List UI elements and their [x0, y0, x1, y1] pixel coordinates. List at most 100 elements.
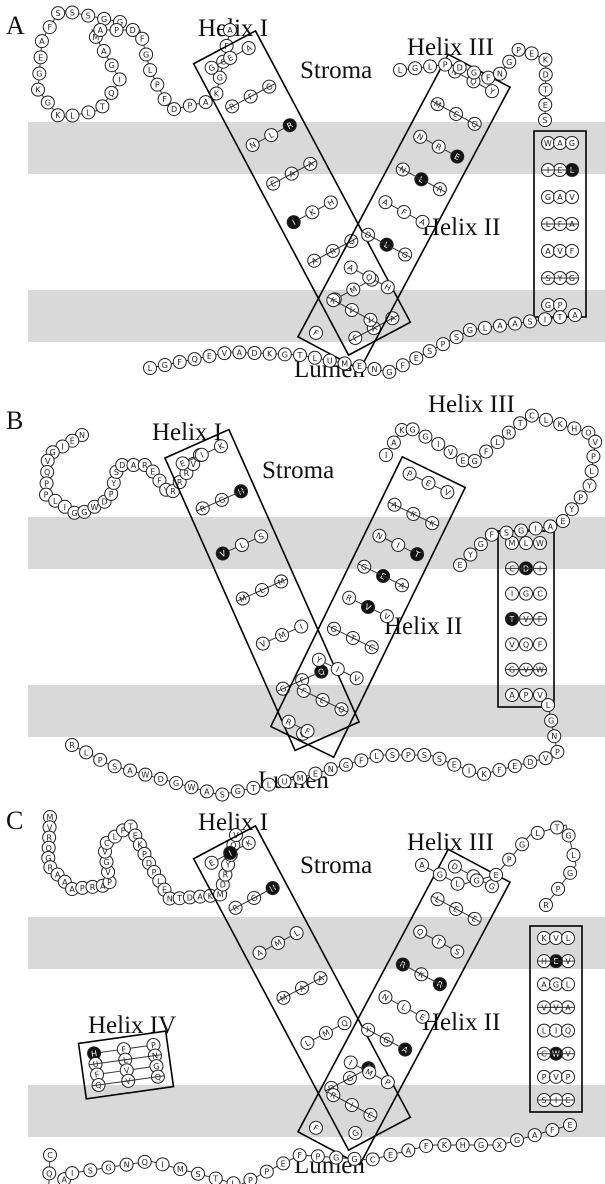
residue-letter: G	[472, 457, 478, 466]
residue-letter: N	[79, 431, 85, 440]
residue-letter: P	[566, 1073, 571, 1082]
helix-ii-label: Helix II	[384, 613, 462, 640]
residue-letter: A	[509, 691, 515, 700]
residue-letter: G	[81, 508, 87, 517]
residue-letter: C	[47, 1151, 53, 1160]
residue-letter: N	[497, 70, 503, 79]
residue-letter: P	[98, 756, 103, 765]
residue-letter: I	[385, 451, 387, 460]
residue-letter: R	[184, 469, 190, 478]
residue-letter: G	[437, 870, 443, 879]
residue-letter: L	[70, 112, 75, 121]
residue-letter: V	[190, 460, 196, 469]
residue-letter: D	[119, 461, 125, 470]
residue-letter: S	[56, 9, 61, 18]
residue-letter: I	[118, 75, 120, 84]
residue-letter: K	[442, 1141, 448, 1150]
residue-letter: F	[570, 247, 575, 256]
residue-letter: U	[282, 777, 288, 786]
residue-letter: D	[543, 71, 549, 80]
helix-iii-label: Helix III	[407, 34, 494, 61]
residue-letter: T	[176, 894, 182, 903]
residue-letter: L	[86, 108, 91, 117]
residue-letter: F	[359, 756, 364, 765]
residue-letter: P	[441, 340, 446, 349]
residue-letter: Y	[225, 861, 231, 870]
residue-letter: G	[162, 361, 168, 370]
residue-letter: L	[267, 781, 272, 790]
residue-letter: A	[98, 26, 104, 35]
residue-letter: E	[150, 468, 155, 477]
helix-iii-label: Helix III	[428, 391, 515, 418]
residue-letter: E	[281, 1159, 286, 1168]
residue-letter: G	[386, 368, 392, 377]
residue-letter: D	[171, 105, 177, 114]
residue-letter: V	[541, 1003, 547, 1012]
residue-letter: S	[437, 755, 442, 764]
residue-letter: K	[35, 86, 41, 95]
residue-letter: P	[114, 26, 119, 35]
residue-letter: S	[422, 751, 427, 760]
residue-letter: N	[371, 365, 377, 374]
residue-letter: F	[177, 358, 182, 367]
residue-letter: Q	[523, 640, 529, 649]
residue-letter: P	[315, 1152, 320, 1161]
residue-letter: L	[483, 324, 488, 333]
helix-ii-label: Helix II	[422, 214, 500, 241]
residue-letter: F	[162, 95, 167, 104]
residue-letter: G	[474, 876, 480, 885]
residue-letter: W	[188, 783, 196, 792]
residue-letter: K	[557, 420, 563, 429]
residue-letter: G	[71, 509, 77, 518]
residue-letter: R	[506, 429, 512, 438]
residue-letter: L	[148, 66, 153, 75]
residue-letter: A	[545, 247, 551, 256]
residue-letter: L	[398, 66, 403, 75]
residue-letter: H	[460, 1141, 466, 1150]
residue-letter: S	[504, 529, 509, 538]
residue-letter: R	[69, 741, 75, 750]
residue-letter: F	[538, 640, 543, 649]
residue-letter: E	[313, 770, 318, 779]
stroma-label: Stroma	[300, 57, 372, 84]
residue-letter: V	[553, 1073, 559, 1082]
residue-letter: L	[542, 1027, 547, 1036]
residue-letter: A	[127, 766, 133, 775]
residue-letter: I	[437, 440, 439, 449]
residue-letter: G	[412, 64, 418, 73]
residue-letter: V	[509, 640, 515, 649]
residue-letter: P	[44, 479, 49, 488]
residue-letter: S	[542, 116, 547, 125]
residue-letter: P	[556, 885, 561, 894]
residue-letter: E	[457, 561, 462, 570]
residue-letter: V	[105, 868, 111, 877]
residue-letter: C	[541, 1050, 547, 1059]
residue-letter: P	[555, 748, 560, 757]
residue-letter: E	[452, 761, 457, 770]
residue-letter: D	[527, 758, 533, 767]
panel-letter: A	[6, 11, 25, 40]
residue-letter: A	[237, 348, 243, 357]
residue-letter: N	[167, 894, 173, 903]
residue-letter: K	[267, 350, 273, 359]
residue-letter: K	[214, 89, 220, 98]
residue-letter: K	[55, 111, 61, 120]
residue-letter: D	[187, 893, 193, 902]
residue-letter: I	[544, 315, 546, 324]
residue-letter: F	[401, 361, 406, 370]
residue-letter: P	[44, 491, 49, 500]
residue-letter: G	[478, 1141, 484, 1150]
residue-letter: I	[64, 503, 66, 512]
residue-letter: K	[541, 934, 547, 943]
residue-letter: S	[427, 347, 432, 356]
residue-letter: A	[227, 26, 233, 35]
residue-letter: L	[524, 539, 529, 548]
residue-letter: N	[551, 732, 557, 741]
residue-letter: V	[557, 247, 563, 256]
residue-letter: A	[565, 1003, 571, 1012]
residue-letter: A	[131, 461, 137, 470]
residue-letter: G	[101, 15, 107, 24]
residue-letter: L	[53, 497, 58, 506]
residue-letter: G	[545, 193, 551, 202]
residue-letter: T	[250, 784, 256, 793]
